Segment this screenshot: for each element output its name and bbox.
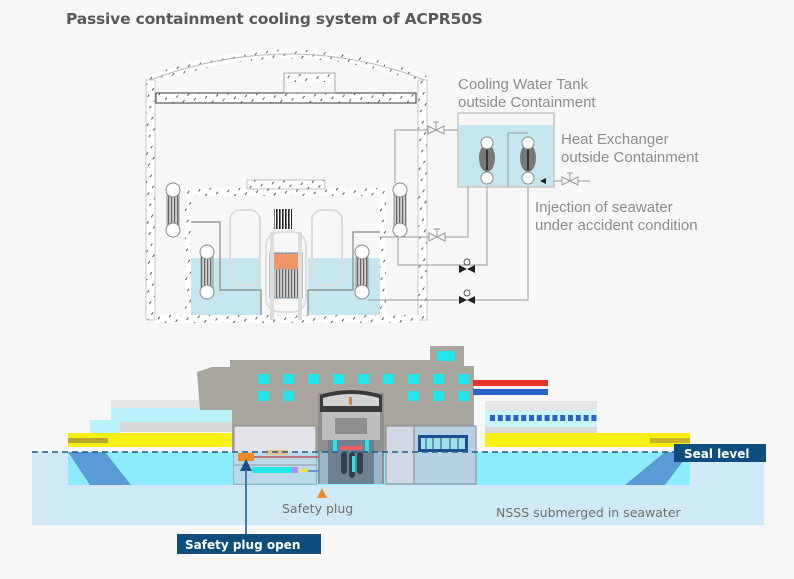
deck-windows — [490, 415, 597, 421]
building-window — [383, 374, 394, 384]
heat-exchanger-outer-1 — [479, 136, 495, 185]
label-heat-exchanger-2: outside Containment — [561, 149, 699, 166]
deck-window — [568, 415, 573, 421]
safety-plug-open-arrow-icon — [240, 459, 252, 471]
heat-exchanger-pool-right — [354, 244, 370, 300]
label-cooling-tank-1: Cooling Water Tank — [458, 76, 589, 93]
safety-plug-device — [238, 453, 254, 461]
label-heat-exchanger-1: Heat Exchanger — [561, 131, 669, 148]
deck-window — [497, 415, 503, 421]
deck-window — [513, 415, 519, 421]
control-rod-drive — [274, 209, 292, 229]
deck-window — [505, 415, 511, 421]
operating-floor-slab — [155, 92, 417, 104]
deck-window — [591, 415, 597, 421]
label-seal-level: Seal level — [684, 447, 750, 461]
heat-exchanger-inner-right — [392, 182, 408, 238]
motor-valve-icon — [459, 258, 475, 304]
building-window — [283, 374, 294, 384]
deck-window — [544, 415, 550, 421]
building-window — [433, 391, 444, 401]
building-window — [433, 374, 444, 384]
deck-window — [536, 415, 542, 421]
water-pool-right — [308, 258, 380, 315]
heat-exchanger-pool-left — [199, 244, 215, 300]
deck-window — [521, 415, 527, 421]
building-window — [358, 374, 369, 384]
base-slab — [155, 315, 419, 323]
deck-window — [575, 415, 581, 421]
building-windows — [258, 374, 469, 401]
reactor-core — [272, 254, 298, 269]
label-nsss-submerged: NSSS submerged in seawater — [496, 505, 682, 520]
deck-right — [485, 433, 690, 447]
deck-window — [529, 415, 534, 421]
safety-plug-open-badge: Safety plug open — [177, 534, 321, 554]
cooling-water-tank — [457, 112, 555, 188]
label-safety-plug: Safety plug — [282, 501, 353, 516]
deck-window — [560, 415, 566, 421]
building-window — [258, 391, 269, 401]
containment-diagram: Cooling Water Tank outside Containment H… — [145, 49, 699, 323]
deck-window — [583, 415, 589, 421]
building-window — [458, 374, 469, 384]
label-injection-2: under accident condition — [535, 217, 698, 234]
seal-level-badge: Seal level — [674, 444, 766, 462]
label-safety-plug-open: Safety plug open — [185, 538, 300, 552]
deck-window — [552, 415, 558, 421]
label-cooling-tank-2: outside Containment — [458, 94, 596, 111]
building-window — [308, 374, 319, 384]
building-window — [408, 374, 419, 384]
safety-plug-marker-icon — [317, 488, 327, 498]
reactor-module — [318, 390, 384, 484]
containment-wall-left — [145, 79, 156, 321]
reactor-vessel — [265, 231, 307, 313]
deck-left — [68, 433, 233, 447]
platform-diagram: Safety plug NSSS submerged in seawater S… — [32, 346, 766, 554]
building-window — [458, 391, 469, 401]
building-window — [408, 391, 419, 401]
page-title: Passive containment cooling system of AC… — [66, 10, 483, 28]
building-window — [333, 374, 344, 384]
containment-wall-right — [417, 79, 428, 321]
pipe-blue — [473, 389, 548, 395]
heat-exchanger-inner-left — [165, 182, 181, 238]
building-window — [258, 374, 269, 384]
injection-arrow-icon — [540, 178, 546, 184]
label-injection-1: Injection of seawater — [535, 199, 673, 216]
deck-window — [490, 415, 495, 421]
pipe-red — [473, 380, 548, 386]
heat-exchanger-outer-2 — [520, 136, 536, 185]
valve-icon — [427, 121, 579, 242]
building-window — [283, 391, 294, 401]
